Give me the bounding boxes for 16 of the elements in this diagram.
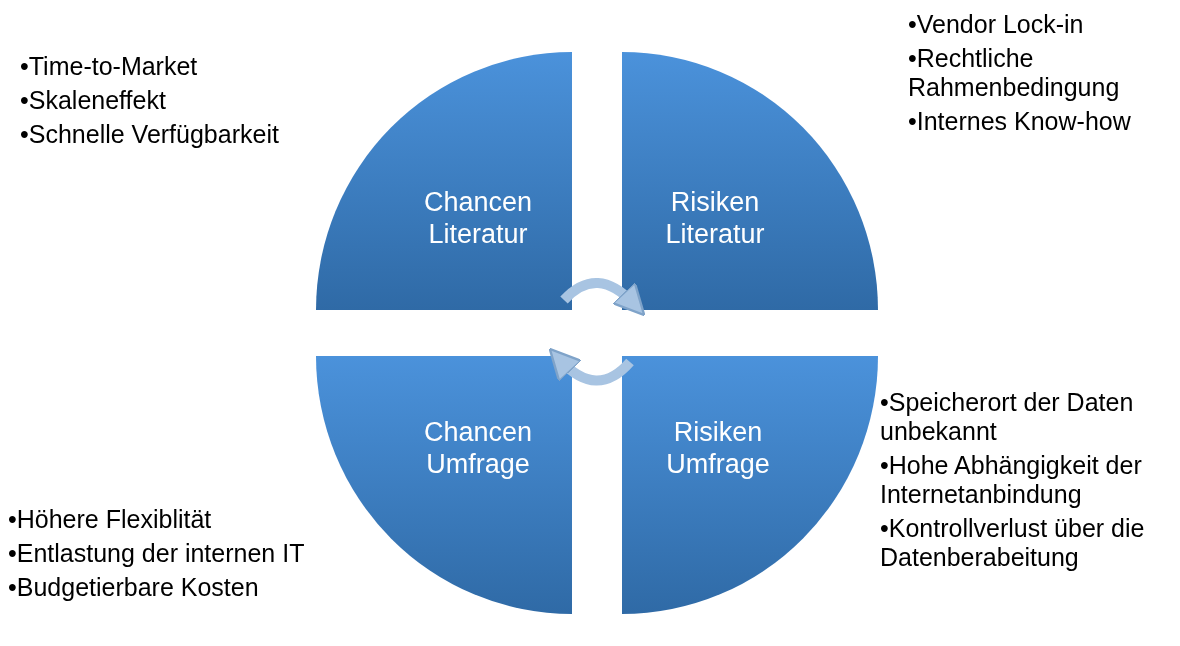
segment-label: Chancen Literatur [422, 186, 534, 250]
segment-label: Risiken Umfrage [665, 416, 771, 480]
bullet-item: •Skaleneffekt [20, 86, 167, 115]
bullet-item: •Budgetierbare Kosten [8, 573, 260, 602]
bullet-item: •Speicherort der Daten unbekannt [880, 388, 1135, 446]
bullet-item: •Rechtliche Rahmenbedingung [908, 44, 1121, 102]
bullet-item: •Kontrollverlust über die Datenberabeitung [880, 514, 1145, 572]
segment-label: Risiken Literatur [664, 186, 766, 250]
bullet-item: •Entlastung der internen IT [8, 539, 306, 568]
bullet-item: •Vendor Lock-in [908, 10, 1085, 39]
bullet-item: •Hohe Abhängigkeit der Internetanbindung [880, 451, 1143, 509]
bullet-item: •Schnelle Verfügbarkeit [20, 120, 280, 149]
segment-label: Chancen Umfrage [422, 416, 534, 480]
bullet-item: •Internes Know-how [908, 107, 1132, 136]
bullet-item: •Time-to-Market [20, 52, 199, 81]
bullet-item: •Höhere Flexiblität [8, 505, 213, 534]
